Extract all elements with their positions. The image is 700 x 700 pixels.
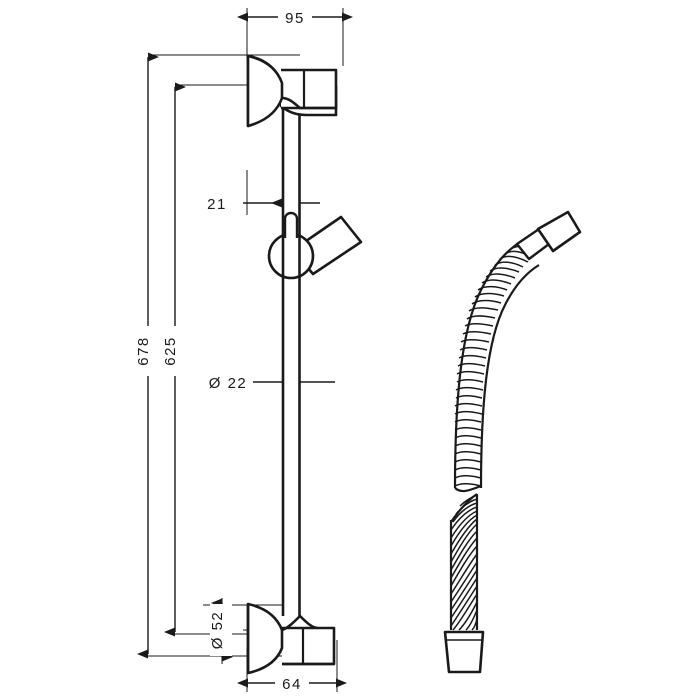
top-bracket-block bbox=[281, 68, 338, 110]
dimension-678: 678 bbox=[135, 52, 159, 659]
vertical-shower-rail bbox=[281, 100, 301, 616]
dimension-21: 21 bbox=[200, 192, 320, 214]
hose-upper-break bbox=[454, 484, 482, 493]
bottom-bracket-flare bbox=[246, 602, 284, 675]
bottom-bracket-block bbox=[282, 626, 336, 666]
hose-upper-coils bbox=[454, 245, 538, 487]
hose-lower-coils bbox=[450, 494, 478, 631]
top-bracket-flare-front bbox=[247, 54, 284, 128]
dimension-625: 625 bbox=[162, 82, 186, 637]
dim-label-95: 95 bbox=[285, 10, 305, 27]
dim-label-dia-52: Ø 52 bbox=[209, 611, 226, 650]
dimension-dia-22: Ø 22 bbox=[203, 371, 335, 393]
slider-stub bbox=[283, 211, 299, 238]
dimension-64: 64 bbox=[237, 672, 347, 694]
hose-upper-outline-2 bbox=[479, 264, 540, 489]
hose-bottom-connector bbox=[443, 630, 485, 674]
flexible-shower-hose-lower bbox=[443, 493, 485, 674]
top-bracket-shoulder bbox=[281, 96, 336, 110]
bottom-bracket-shoulder bbox=[281, 614, 319, 632]
dim-label-dia-22: Ø 22 bbox=[209, 375, 248, 392]
dim-label-64: 64 bbox=[282, 676, 302, 693]
top-wall-bracket bbox=[246, 54, 338, 128]
dim-label-625: 625 bbox=[162, 336, 179, 366]
dim-label-21: 21 bbox=[207, 196, 227, 213]
flexible-shower-hose-upper bbox=[453, 210, 582, 493]
slider-holder bbox=[267, 211, 363, 280]
hose-top-nut bbox=[536, 210, 582, 253]
dimension-dia-52: Ø 52 bbox=[209, 598, 233, 662]
dim-label-678: 678 bbox=[135, 336, 152, 366]
slider-hub bbox=[267, 232, 315, 280]
bottom-wall-bracket bbox=[246, 602, 336, 675]
hose-upper-outline bbox=[453, 239, 524, 489]
dimension-95: 95 bbox=[237, 6, 353, 28]
